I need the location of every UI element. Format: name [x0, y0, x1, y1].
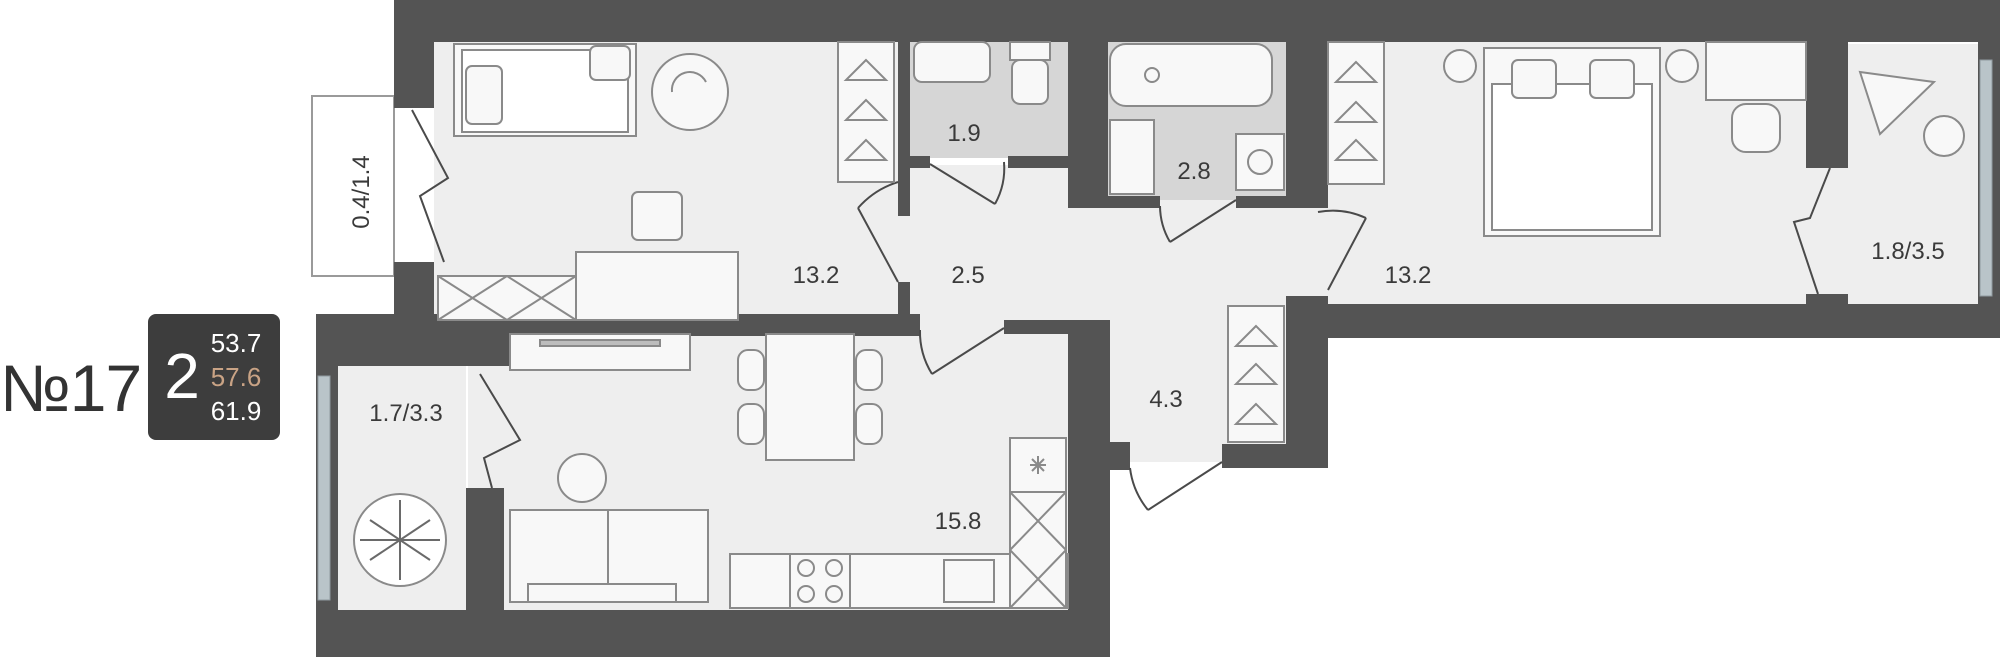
rooms-count: 2 [164, 340, 200, 412]
wall-balcony-right-lower [1806, 294, 1848, 338]
wall-hall-stub [1108, 442, 1130, 470]
door-balcony-right [1792, 167, 1831, 295]
tv-icon [539, 339, 661, 347]
wall-bath-bottom [1106, 196, 1160, 208]
door-bedroom-left [857, 181, 899, 283]
kitchen-sink-icon [943, 559, 995, 603]
armchair-icon [1858, 70, 1937, 136]
door-bedroom-right [1317, 209, 1367, 291]
area-full: 61.9 [210, 396, 262, 426]
plant-icon [353, 493, 447, 587]
wall-bath-right [1286, 40, 1328, 208]
label-hall: 4.3 [1149, 386, 1183, 413]
hanger-icon [1327, 41, 1385, 185]
side-table-icon [1923, 115, 1965, 157]
kitchen-cabinet [1009, 491, 1067, 609]
stove-icon [789, 553, 851, 609]
fridge-icon [1009, 437, 1067, 493]
wall-top [394, 0, 2000, 42]
label-balcony-right: 1.8/3.5 [1871, 238, 1945, 265]
label-bathroom: 2.8 [1177, 158, 1211, 185]
hanger-icon [1227, 305, 1285, 443]
door-entrance [1129, 461, 1223, 511]
label-bedroom-right: 13.2 [1384, 262, 1432, 289]
nightstand-right [1665, 49, 1699, 83]
coffee-table-icon [557, 453, 607, 503]
sink-icon [913, 41, 991, 83]
door-bath-small [929, 161, 1006, 205]
furniture [353, 41, 1965, 609]
wall-left-upper [394, 0, 434, 108]
label-bedroom-left: 13.2 [792, 262, 840, 289]
bed-icon [1483, 47, 1661, 237]
wall-hall-bottom [1222, 444, 1328, 468]
window-loggia [317, 375, 331, 601]
nightstand-left [1443, 49, 1477, 83]
wall-bath-small-bottom [898, 156, 930, 168]
wall-loggia-top [316, 314, 510, 366]
wall-kitchen-right [1068, 320, 1110, 657]
door-loggia [479, 373, 522, 489]
bed-icon [453, 43, 637, 137]
toilet-icon [1009, 41, 1051, 105]
door-balcony-left [411, 109, 450, 263]
desk-icon [575, 251, 739, 321]
door-kitchen [918, 327, 1005, 375]
label-corridor: 2.5 [951, 262, 985, 289]
wardrobe-bedroom-left [437, 275, 577, 321]
door-bathroom [1159, 199, 1237, 243]
floor-balcony-left [311, 95, 395, 277]
wall-bath-small-bottom-right [1008, 156, 1072, 168]
washing-machine-icon [1235, 133, 1285, 191]
chair-icon [651, 53, 729, 131]
label-kitchen-living: 15.8 [934, 508, 982, 535]
wall-loggia-divider [466, 488, 504, 618]
doors [411, 109, 1831, 511]
wall-bottom [316, 610, 1110, 657]
area-total: 57.6 [210, 362, 262, 392]
label-balcony-left: 0.4/1.4 [348, 155, 375, 229]
wall-bedroom-right-bottom [1286, 304, 2000, 338]
wall-bath-left [1068, 40, 1108, 208]
wall-corridor-left [898, 282, 910, 322]
bathtub-icon [1109, 43, 1273, 107]
windows [317, 59, 1993, 601]
table-icon [737, 333, 883, 461]
area-living: 53.7 [210, 328, 262, 358]
wall-left-mid [394, 262, 434, 322]
sofa-icon [509, 509, 709, 603]
apartment-number: №17 [0, 351, 142, 425]
hanger-icon [837, 41, 895, 183]
desk-chair-icon [631, 191, 683, 241]
dresser-chair-icon [1731, 103, 1781, 153]
label-bathroom-small: 1.9 [947, 120, 981, 147]
label-loggia: 1.7/3.3 [369, 400, 443, 427]
wall-bath-small-left [898, 40, 910, 216]
bathroom-sink-icon [1109, 119, 1155, 195]
dresser-icon [1705, 41, 1807, 101]
info-badge: 2 53.7 57.6 61.9 [148, 314, 280, 440]
wall-balcony-right-upper [1806, 40, 1848, 168]
window-balcony-right [1979, 59, 1993, 297]
